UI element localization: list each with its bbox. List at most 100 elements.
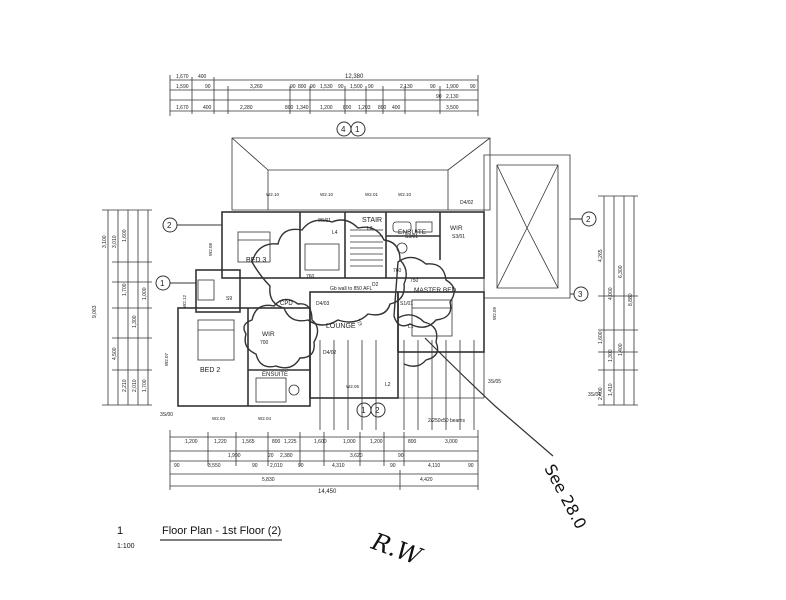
dim-label: 3,260	[250, 84, 263, 90]
dim-label: 1,590	[176, 84, 189, 90]
door-tags: D4/02 S3/01 D4/03 D4/02 S1/01 L1 L2 L3 L…	[226, 200, 474, 388]
grid-marker-circles	[155, 121, 597, 418]
dim-label: 2,380	[280, 453, 293, 459]
dim-label: 1,700	[122, 283, 128, 296]
dim-label: 90	[436, 94, 442, 100]
dim-label: 90	[470, 84, 476, 90]
door-tag: D4/02	[460, 200, 474, 206]
notes: Gb wall to 850 AFL 2/250x50 beams 3S/00 …	[160, 286, 601, 424]
dim-label: 3,000	[445, 439, 458, 445]
room-labels: BED 3 BED 2 STAIR ENSUITE WIR WIR ENSUIT…	[200, 217, 463, 378]
door-tag: S3/01	[452, 234, 465, 240]
dim-label: 1,600	[314, 439, 327, 445]
dim-label: 1,900	[446, 84, 459, 90]
room-label-ensuite-top: ENSUITE	[398, 229, 427, 236]
dim-label: 90	[205, 84, 211, 90]
dim-label: 1,200	[185, 439, 198, 445]
walls	[177, 211, 485, 407]
dim-label: 1,225	[284, 439, 297, 445]
revision-cloud	[243, 219, 455, 369]
dim-label: 2,130	[400, 84, 413, 90]
roof-outline	[231, 137, 571, 299]
dimension-text: 12,380 1,670 400 1,590 90 3,260 90 800 9…	[92, 74, 634, 495]
dim-label: 1,670	[176, 105, 189, 111]
door-tag: 750	[410, 278, 419, 284]
drawing-scale: 1:100	[117, 543, 135, 550]
dim-label: 2,400	[598, 387, 604, 400]
right-dimension-lines	[598, 195, 638, 406]
dim-label: 5,830	[262, 477, 275, 483]
dim-label: 90	[468, 463, 474, 469]
tag-3s01: 3S/01	[588, 392, 601, 398]
dim-label: 90	[252, 463, 258, 469]
dim-label: 90	[430, 84, 436, 90]
grid-marker: 2	[375, 406, 380, 415]
dim-label: 1,700	[142, 379, 148, 392]
overall-top-dim: 12,380	[345, 74, 364, 80]
grid-marker: 3	[578, 290, 583, 299]
dim-label: 800	[272, 439, 281, 445]
dim-label: 1,500	[350, 84, 363, 90]
bottom-dimension-lines	[169, 430, 479, 490]
dim-label: 90	[290, 84, 296, 90]
top-dimension-lines	[169, 75, 479, 116]
window-tag: W2.05	[346, 384, 360, 389]
stair-treads	[350, 229, 383, 267]
dim-label: 1,000	[142, 287, 148, 300]
dim-label: 3,010	[112, 235, 118, 248]
door-tag: 760	[393, 268, 402, 274]
window-tag: W2.10	[266, 192, 280, 197]
dim-label: 90	[174, 463, 180, 469]
deck-beams	[310, 340, 485, 430]
room-label-ensuite-left: ENSUITE	[262, 372, 288, 378]
door-tag: 760	[306, 274, 315, 280]
dim-label: 1,200	[320, 105, 333, 111]
dim-label: 9,063	[92, 305, 98, 318]
dim-label: 4,110	[428, 463, 440, 469]
drawing-title: Floor Plan - 1st Floor (2)	[162, 525, 282, 537]
dim-label: 2,130	[446, 94, 459, 100]
grid-marker: 1	[160, 279, 165, 288]
dim-label: 800	[343, 105, 352, 111]
window-tag: W2.10	[398, 192, 412, 197]
handwritten-initials: R.W	[367, 527, 427, 572]
leader-line	[424, 337, 554, 457]
dim-label: 1,410	[608, 383, 614, 396]
door-tag: 3S/01	[318, 218, 331, 224]
dim-label: 800	[408, 439, 417, 445]
overall-bottom-dim: 14,450	[318, 489, 337, 495]
door-tag: D4/03	[316, 301, 330, 307]
tag-3s05: 3S/05	[488, 379, 501, 385]
dim-label: 1,300	[132, 315, 138, 328]
dim-label: 1,600	[122, 229, 128, 242]
room-label-wir-left: WIR	[262, 331, 275, 338]
dim-label: 400	[203, 105, 212, 111]
dim-label: 1,670	[176, 74, 189, 80]
dim-label: 800	[285, 105, 294, 111]
dim-label: 8,880	[628, 293, 634, 306]
dim-label: 4,420	[420, 477, 433, 483]
dim-label: 4,000	[608, 287, 614, 300]
dim-label: 90	[310, 84, 316, 90]
dim-label: 3,500	[446, 105, 459, 111]
bed-symbols	[197, 231, 453, 361]
dim-label: 20	[268, 453, 274, 459]
door-tag: S9	[226, 296, 232, 302]
dim-label: 4,500	[112, 347, 118, 360]
dim-label: 1,340	[296, 105, 309, 111]
door-tag: 700	[260, 340, 269, 346]
door-tag: L3	[367, 226, 373, 232]
dim-label: 400	[198, 74, 207, 80]
door-tag: D2	[372, 282, 379, 288]
grid-marker: 1	[355, 125, 360, 134]
dim-label: 2,210	[122, 379, 128, 392]
gb-wall-note: Gb wall to 850 AFL	[330, 286, 372, 292]
window-tag: W2.01	[365, 192, 379, 197]
dim-label: 6,300	[618, 265, 624, 278]
room-label-stair: STAIR	[362, 217, 382, 224]
grid-marker-labels: 4 1 2 1 2 3 1 2	[160, 125, 591, 415]
dim-label: 1,600	[598, 331, 604, 344]
dim-label: 400	[392, 105, 401, 111]
window-tag: W2.07	[164, 352, 169, 366]
